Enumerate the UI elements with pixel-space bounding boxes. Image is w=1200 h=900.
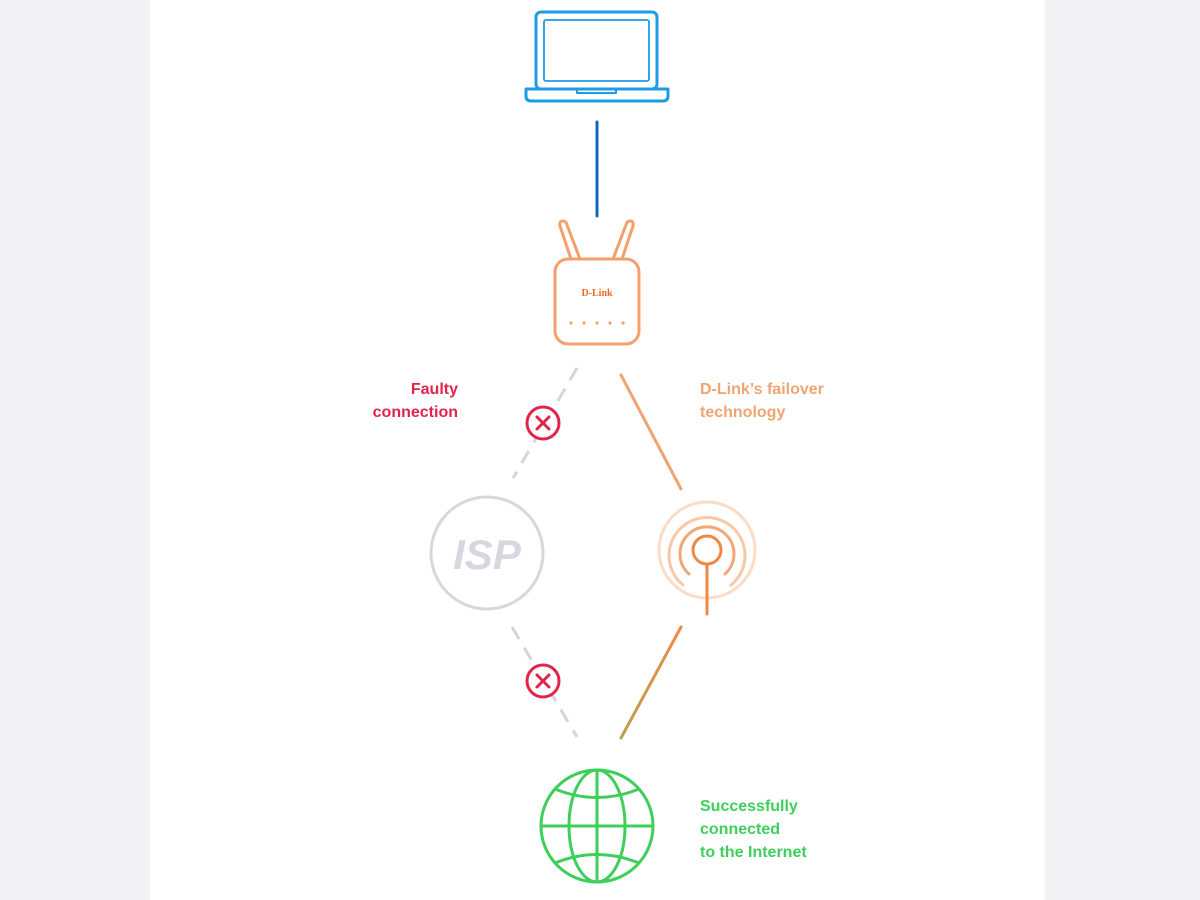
success-label-line-1: Successfully (700, 798, 798, 815)
failover-label-line-1: D-Link’s failover (700, 381, 824, 398)
isp-icon (429, 495, 545, 611)
error-x-icon (525, 405, 561, 441)
lte-internet-link (619, 625, 683, 740)
router-brand-logo: D-Link (581, 288, 613, 299)
lte-tower-icon (657, 500, 757, 616)
error-x-icon (525, 663, 561, 699)
router-isp-dashed-link (511, 367, 579, 479)
failover-label-line-2: technology (700, 404, 786, 421)
success-label-line-2: connected (700, 821, 781, 838)
laptop-icon (524, 10, 670, 103)
faulty-label-line-2: connection (372, 404, 458, 421)
failover-technology-label: D-Link’s failover technology (700, 378, 824, 424)
isp-internet-dashed-link (510, 626, 579, 738)
router-lte-link (619, 373, 683, 491)
faulty-connection-label: Faulty connection (373, 378, 458, 424)
router-status-leds (569, 321, 625, 325)
faulty-label-line-1: Faulty (410, 381, 458, 398)
isp-label: ISP (453, 531, 522, 578)
router-icon (553, 219, 641, 346)
globe-icon (539, 768, 655, 884)
internet-connected-label: Successfully connected to the Internet (700, 795, 807, 864)
success-label-line-3: to the Internet (700, 844, 807, 861)
